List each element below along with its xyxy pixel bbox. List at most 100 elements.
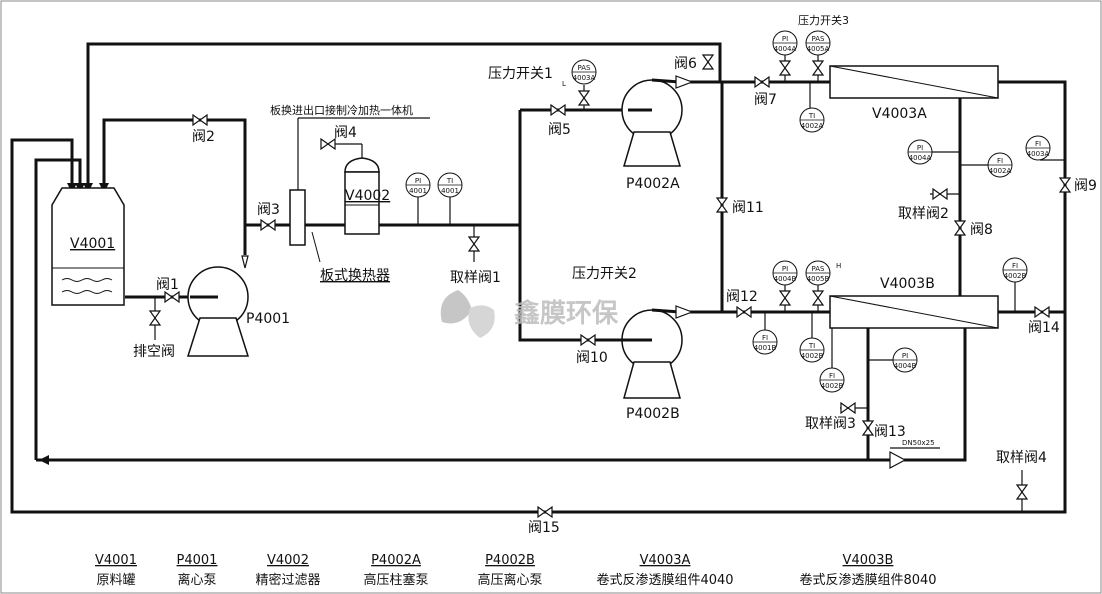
pi-4004b-low-tag: PI (902, 352, 908, 360)
label-sample-valve-4: 取样阀4 (996, 450, 1047, 466)
label-valve-5: 阀5 (548, 122, 571, 138)
valve-5[interactable] (550, 104, 566, 116)
valve-15[interactable] (537, 506, 553, 518)
legend: V4001原料罐P4001离心泵V4002精密过滤器P4002A高压柱塞泵P40… (95, 553, 937, 588)
ti-4002a-tag: TI (808, 112, 815, 120)
watermark: 鑫膜环保 (440, 290, 619, 338)
label-valve-2: 阀2 (192, 129, 215, 145)
inst-pas-4005b: PAS 4005B (805, 260, 831, 286)
valve-12[interactable] (736, 306, 752, 318)
legend-description: 高压离心泵 (477, 572, 542, 588)
pump-p4001-label: P4001 (246, 311, 290, 327)
fi-4003a-tag: FI (1035, 140, 1041, 148)
check-valves (241, 75, 907, 469)
pi-4004b-tag: PI (782, 265, 788, 273)
valve-3[interactable] (260, 219, 276, 231)
valve-2[interactable] (192, 114, 208, 126)
label-valve-12: 阀12 (726, 289, 758, 305)
sample-valve-1[interactable] (468, 236, 480, 252)
exchanger-label: 板式换热器 (320, 267, 390, 284)
label-pressure-switch-2: 压力开关2 (572, 266, 637, 282)
inst-fi-4002a: FI 4002A (987, 152, 1013, 178)
ti-4002b-num: 4002B (801, 352, 824, 360)
pas-valve-b[interactable] (812, 290, 824, 306)
sample-valve-3[interactable] (840, 402, 856, 414)
pas-4003a-tag: PAS (577, 64, 591, 72)
valve-4[interactable] (320, 138, 336, 150)
membrane-v4003a: V4003A (829, 65, 999, 122)
legend-description: 精密过滤器 (255, 572, 320, 588)
label-valve-7: 阀7 (754, 92, 777, 108)
pi-4004a-mid-num: 4004A (909, 154, 932, 162)
fi-4002b-low-num: 4002B (821, 382, 844, 390)
instrument-bubbles: PI 4001 TI 4001 PAS 4003A PI 4004A PAS 4… (405, 30, 1051, 393)
label-valve-8: 阀8 (970, 222, 993, 238)
legend-description: 卷式反渗透膜组件8040 (799, 572, 936, 588)
valve-9[interactable] (1059, 177, 1071, 193)
label-valve-11: 阀11 (732, 200, 764, 216)
pump-p4002b-label: P4002B (626, 406, 680, 422)
vent-valve[interactable] (149, 310, 161, 326)
fi-4001b-num: 4001B (754, 344, 777, 352)
pump-p4002a-label: P4002A (626, 176, 680, 192)
pipe-size-note: DN50x25 (902, 439, 935, 447)
filter-v4002-label: V4002 (345, 188, 390, 204)
legend-code: P4002A (371, 553, 421, 568)
pas-4005a-tag: PAS (811, 35, 825, 43)
inst-pas-4005a: PAS 4005A (805, 30, 831, 56)
fi-4002a-tag: FI (997, 157, 1003, 165)
valve-10[interactable] (580, 334, 596, 346)
valve-14[interactable] (1034, 306, 1050, 318)
pas-b-suffix: H (836, 262, 841, 270)
label-valve-6: 阀6 (674, 56, 697, 72)
label-sample-valve-2: 取样阀2 (898, 206, 949, 222)
ti-4002b-tag: TI (808, 342, 815, 350)
label-pressure-switch-1: 压力开关1 (488, 66, 553, 82)
pas-valve-a[interactable] (812, 60, 824, 76)
fi-4001b-tag: FI (762, 334, 768, 342)
fi-4002b-num: 4002B (1004, 272, 1027, 280)
legend-code: V4003B (843, 553, 894, 568)
inst-fi-4002b: FI 4002B (1002, 257, 1028, 283)
fi-4002b-tag: FI (1012, 262, 1018, 270)
pi-valve-a[interactable] (779, 60, 791, 76)
tank-v4001-label: V4001 (70, 236, 115, 252)
inst-ti-4001: TI 4001 (437, 172, 463, 198)
legend-description: 卷式反渗透膜组件4040 (596, 572, 733, 588)
valve-13[interactable] (862, 420, 874, 436)
valve-1[interactable] (164, 291, 180, 303)
label-valve-4: 阀4 (334, 125, 357, 141)
ps1-suffix: L (562, 80, 566, 88)
fi-4002a-num: 4002A (989, 167, 1012, 175)
label-valve-13: 阀13 (874, 424, 906, 440)
valve-8[interactable] (954, 220, 966, 236)
ps1-valve[interactable] (578, 90, 590, 106)
legend-code: P4001 (177, 553, 218, 568)
ti-4001-num: 4001 (441, 187, 459, 195)
label-valve-9: 阀9 (1074, 178, 1097, 194)
valve-7[interactable] (754, 76, 770, 88)
legend-description: 高压柱塞泵 (363, 572, 428, 588)
valve-11[interactable] (716, 197, 728, 213)
ti-4001-tag: TI (446, 177, 453, 185)
label-valve-10: 阀10 (576, 350, 608, 366)
sample-valve-2[interactable] (932, 188, 948, 200)
exchanger-note: 板换进出口接制冷加热一体机 (270, 103, 413, 117)
inst-fi-4002b-low: FI 4002B (819, 367, 845, 393)
sample-valve-4[interactable] (1016, 484, 1028, 500)
fi-4003a-num: 4003A (1027, 150, 1050, 158)
membrane-v4003b-label: V4003B (880, 276, 935, 292)
inst-pi-4001: PI 4001 (405, 172, 431, 198)
pi-4004b-low-num: 4004B (894, 362, 917, 370)
pi-valve-b[interactable] (779, 290, 791, 306)
pi-4004b-num: 4004B (774, 275, 797, 283)
ti-4002a-num: 4002A (801, 122, 824, 130)
valve-6[interactable] (702, 54, 714, 70)
legend-code: V4001 (95, 553, 137, 568)
inst-pi-4004a-mid: PI 4004A (907, 139, 933, 165)
pi-4004a-mid-tag: PI (917, 144, 923, 152)
valve-labels: 阀2 阀1 排空阀 阀3 阀4 取样阀1 阀5 阀6 阀7 阀11 取样阀2 阀… (133, 56, 1097, 536)
fi-4002b-low-tag: FI (829, 372, 835, 380)
